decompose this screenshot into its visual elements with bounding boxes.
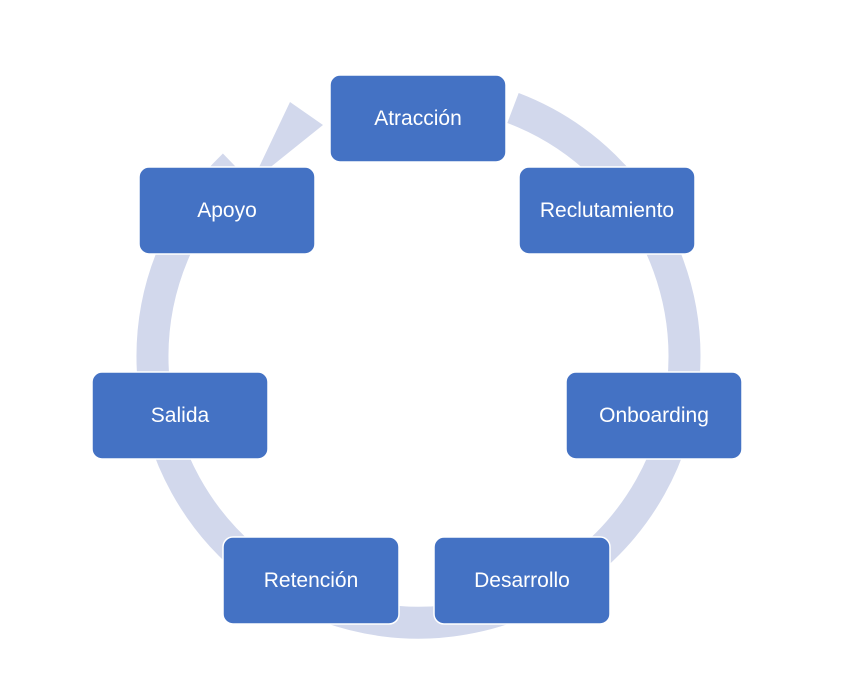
cycle-node-retencion[interactable]: Retención: [222, 536, 400, 625]
cycle-node-reclutamiento[interactable]: Reclutamiento: [518, 166, 696, 255]
node-label: Reclutamiento: [540, 199, 674, 222]
node-label: Retención: [264, 569, 359, 592]
node-label: Desarrollo: [474, 569, 570, 592]
node-label: Salida: [151, 404, 210, 427]
node-label: Onboarding: [599, 404, 709, 427]
node-label: Atracción: [374, 107, 462, 130]
cycle-node-apoyo[interactable]: Apoyo: [138, 166, 316, 255]
cycle-arrowhead: [252, 102, 323, 182]
node-label: Apoyo: [197, 199, 257, 222]
cycle-node-atraccion[interactable]: Atracción: [329, 74, 507, 163]
cycle-node-onboarding[interactable]: Onboarding: [565, 371, 743, 460]
cycle-node-salida[interactable]: Salida: [91, 371, 269, 460]
cycle-node-desarrollo[interactable]: Desarrollo: [433, 536, 611, 625]
